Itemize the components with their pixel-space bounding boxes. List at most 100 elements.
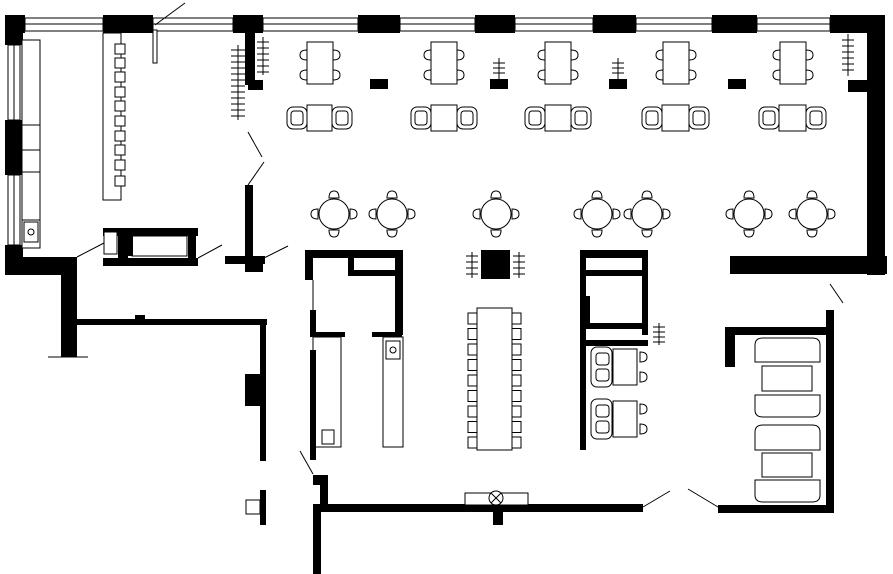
right-wall-detail (248, 79, 868, 92)
sink-icon (23, 221, 39, 243)
armchair-seat (645, 110, 659, 126)
chair-icon (788, 208, 797, 220)
chair-icon (639, 371, 648, 383)
booth-tables-small (590, 346, 648, 440)
chair-icon (386, 190, 398, 199)
chair-icon (639, 403, 648, 415)
chair-icon (743, 190, 755, 199)
armchair-seat (692, 110, 706, 126)
round-table (318, 198, 350, 230)
table (779, 41, 807, 85)
chair-icon (827, 208, 836, 220)
chair-icon (772, 69, 781, 81)
armchair-seat (574, 110, 588, 126)
chair-icon (368, 208, 377, 220)
round-tables (310, 190, 836, 238)
chair-icon (641, 190, 653, 199)
chair-icon (772, 49, 781, 61)
armchair-seat (595, 368, 610, 382)
armchair-seat (595, 420, 610, 434)
radiator-icon (612, 58, 624, 80)
radiator-icon (493, 58, 505, 80)
long-table (467, 307, 522, 451)
table (544, 41, 572, 85)
chair-icon (456, 49, 465, 61)
chair-icon (472, 208, 481, 220)
chair-icon (456, 69, 465, 81)
radiator-icon (466, 252, 525, 278)
chair-icon (662, 208, 671, 220)
table (430, 41, 458, 85)
chair-icon (537, 69, 546, 81)
chair-icon (299, 49, 308, 61)
lower-left-walls (77, 315, 267, 525)
chair-icon (537, 49, 546, 61)
chair-icon (386, 229, 398, 238)
sink-icon (385, 340, 401, 360)
round-table (480, 198, 512, 230)
armchair-seat (290, 110, 304, 126)
round-table (631, 198, 663, 230)
dining-tables-row1 (299, 41, 814, 85)
chair-icon (490, 190, 502, 199)
chair-icon (310, 208, 319, 220)
bar-stools (114, 43, 126, 187)
chair-icon (570, 69, 579, 81)
armchair-seat (528, 110, 542, 126)
round-table (796, 198, 828, 230)
chair-icon (328, 190, 340, 199)
chair-icon (332, 69, 341, 81)
windows-left (7, 44, 21, 246)
left-room (21, 32, 245, 266)
chair-icon (612, 208, 621, 220)
chair-icon (328, 229, 340, 238)
armchair-seat (595, 352, 610, 366)
table (544, 104, 572, 132)
table (662, 41, 690, 85)
meter-box (245, 499, 261, 515)
chair-icon (591, 190, 603, 199)
radiator-icon (257, 37, 269, 75)
table (430, 104, 458, 132)
chair-icon (407, 208, 416, 220)
chair-icon (490, 229, 502, 238)
chair-icon (725, 208, 734, 220)
chair-icon (511, 208, 520, 220)
right-booth-block (580, 250, 665, 450)
exterior-walls (5, 15, 887, 357)
chair-icon (805, 49, 814, 61)
window-sash (152, 29, 158, 64)
chair-icon (639, 423, 648, 435)
central-column (466, 250, 525, 279)
chair-icon (299, 69, 308, 81)
service-block (305, 250, 643, 574)
chair-icon (570, 49, 579, 61)
table (306, 41, 334, 85)
table (612, 348, 638, 386)
table (476, 307, 513, 451)
chair-icon (806, 229, 818, 238)
table (612, 400, 638, 438)
table (306, 104, 333, 132)
chair-icon (655, 69, 664, 81)
armchair-seat (595, 404, 610, 418)
chair-icon (641, 229, 653, 238)
armchair-seat (414, 110, 428, 126)
chair-icon (743, 229, 755, 238)
chair-icon (639, 351, 648, 363)
chair-icon (573, 208, 582, 220)
round-table (581, 198, 613, 230)
chair-icon (349, 208, 358, 220)
chair-icon (688, 69, 697, 81)
chair-icon (806, 190, 818, 199)
chair-icon (655, 49, 664, 61)
armchair-seat (460, 110, 474, 126)
table (661, 104, 690, 132)
chair-icon (423, 49, 432, 61)
radiator-icon (653, 323, 665, 345)
armchair-seat (762, 110, 776, 126)
radiator-icon (842, 34, 854, 76)
armchair-seat (335, 110, 349, 126)
chair-icon (423, 69, 432, 81)
